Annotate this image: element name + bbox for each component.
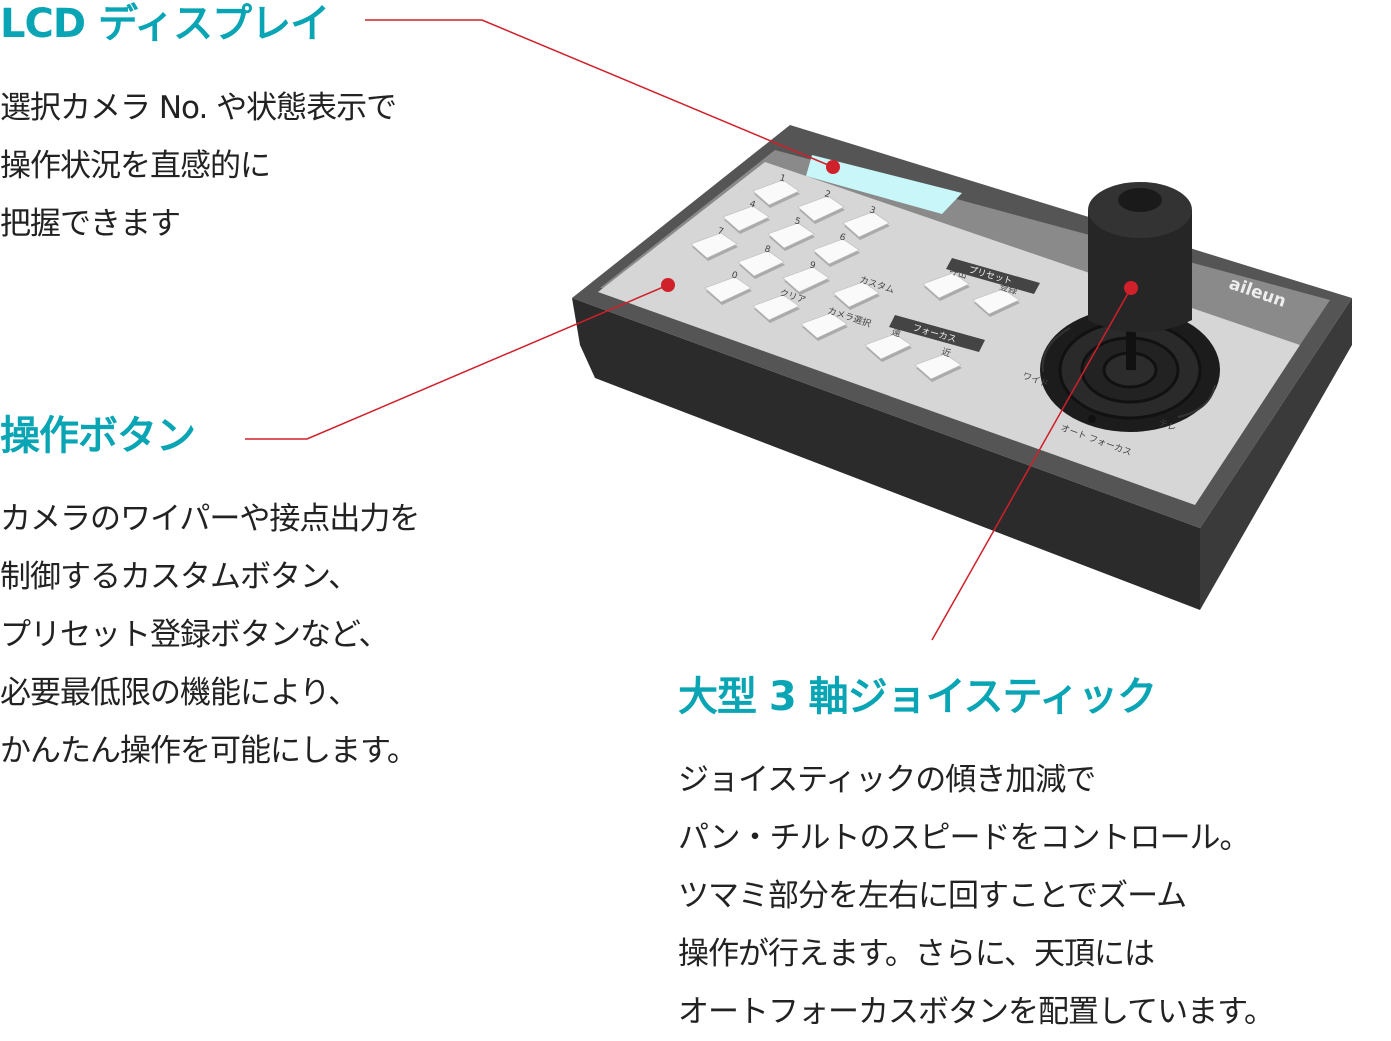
callout-dot-lcd — [826, 160, 840, 174]
joystick-line: ジョイスティックの傾き加減で — [678, 762, 1096, 798]
joystick-line: 操作が行えます。さらに、天頂には — [678, 936, 1155, 972]
callout-line-lcd — [365, 19, 834, 168]
key — [722, 205, 770, 232]
preset-key — [972, 288, 1020, 315]
key — [704, 276, 752, 303]
key-label: 3 — [868, 205, 877, 216]
focus-key — [914, 353, 962, 380]
lcd-line: 把握できます — [0, 206, 181, 242]
lcd-line: 選択カメラ No. や状態表示で — [0, 90, 397, 126]
key — [842, 211, 890, 238]
joystick-shaft — [1126, 320, 1136, 370]
zoom-wide-arrow-icon — [1041, 327, 1071, 373]
key — [832, 281, 880, 308]
key — [690, 232, 738, 259]
lcd-line: 操作状況を直感的に — [0, 148, 271, 184]
joystick-title: 大型 3 軸ジョイスティック — [678, 674, 1157, 720]
callout-line-joystick — [931, 287, 1132, 641]
joystick-line: オートフォーカスボタンを配置しています。 — [678, 994, 1275, 1030]
autofocus-indicator — [1088, 415, 1096, 423]
focus-key-label: 近 — [940, 345, 952, 359]
lcd-description: 選択カメラ No. や状態表示で 操作状況を直感的に 把握できます — [0, 79, 397, 253]
buttons-description: カメラのワイパーや接点出力を 制御するカスタムボタン、 プリセット登録ボタンなど… — [0, 490, 420, 780]
device-front-face — [572, 298, 1200, 610]
buttons-line: 制御するカスタムボタン、 — [0, 559, 359, 595]
focus-header — [889, 315, 985, 352]
key-label: 4 — [748, 199, 757, 210]
key-label: 6 — [838, 232, 847, 243]
focus-key — [864, 333, 912, 360]
key-label: 5 — [793, 216, 802, 227]
key-label: 9 — [808, 260, 817, 271]
key — [812, 238, 860, 265]
key — [797, 195, 845, 222]
buttons-title: 操作ボタン — [0, 413, 196, 459]
key — [752, 294, 800, 321]
zoom-tele-arrow-icon — [1177, 384, 1216, 418]
preset-header — [946, 258, 1040, 294]
joystick-description: ジョイスティックの傾き加減で パン・チルトのスピードをコントロール。 ツマミ部分… — [678, 751, 1275, 1041]
key-label: 8 — [763, 244, 772, 255]
key — [782, 266, 830, 293]
callout-line-buttons — [245, 284, 669, 440]
key-label: 1 — [778, 173, 787, 184]
device-right-face — [1200, 298, 1352, 610]
key — [752, 179, 800, 206]
callout-dot-buttons — [661, 278, 675, 292]
buttons-line: 必要最低限の機能により、 — [0, 675, 359, 711]
lcd-title: LCD ディスプレイ — [0, 1, 330, 47]
key — [767, 222, 815, 249]
key-label: 2 — [823, 189, 832, 200]
joystick-line: パン・チルトのスピードをコントロール。 — [678, 820, 1251, 856]
key-label: 7 — [716, 226, 725, 237]
key-label: 0 — [730, 270, 739, 281]
buttons-line: プリセット登録ボタンなど、 — [0, 617, 389, 653]
joystick-knob — [1088, 210, 1192, 333]
joystick-line: ツマミ部分を左右に回すことでズーム — [678, 878, 1187, 914]
callout-dot-joystick — [1124, 281, 1138, 295]
key — [737, 250, 785, 277]
buttons-line: カメラのワイパーや接点出力を — [0, 501, 420, 537]
lcd-screen — [806, 155, 962, 214]
buttons-line: かんたん操作を可能にします。 — [0, 733, 418, 769]
preset-key — [922, 272, 970, 299]
key — [800, 312, 848, 339]
